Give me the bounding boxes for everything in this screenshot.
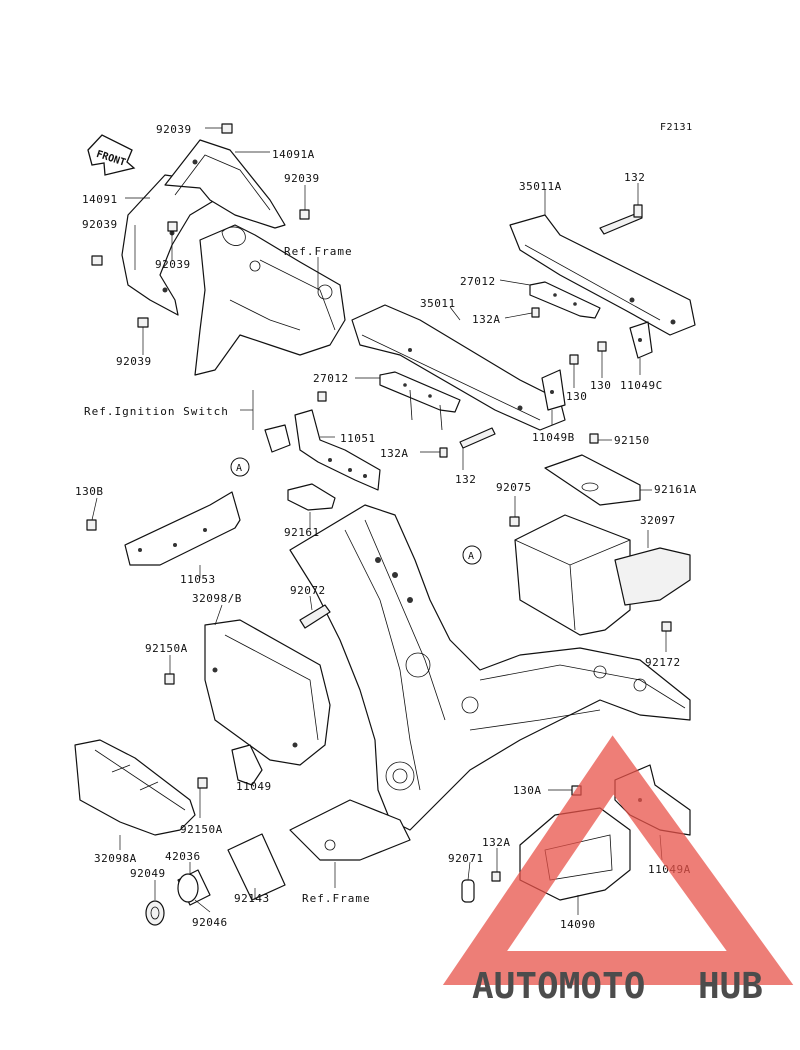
watermark-text-hub: HUB (698, 966, 763, 1007)
label-27012-b: 27012 (313, 372, 349, 385)
label-92039-c: 92039 (82, 218, 118, 231)
label-92071: 92071 (448, 852, 484, 865)
bracket-27012-a (529, 281, 601, 319)
label-14091A: 14091A (272, 148, 315, 161)
pivot-parts (145, 833, 286, 926)
label-132-a: 132 (624, 171, 645, 184)
label-27012-a: 27012 (460, 275, 496, 288)
rear-guard-35011A (509, 211, 696, 336)
callout-letter-right: A (468, 551, 475, 562)
label-130A: 130A (513, 784, 542, 797)
label-92039-a: 92039 (156, 123, 192, 136)
watermark-text-automoto: AUTOMOTO (472, 966, 645, 1007)
label-92150A-a: 92150A (145, 642, 188, 655)
bracket-11049C (629, 321, 653, 359)
label-132A-a: 132A (472, 313, 501, 326)
side-cover-32098B (164, 619, 331, 766)
bracket-11051 (264, 391, 381, 491)
ref-frame-top: Ref.Frame (284, 245, 353, 258)
grommet-92071 (461, 871, 501, 903)
front-arrow-icon: FRONT (87, 134, 136, 176)
label-92046: 92046 (192, 916, 228, 929)
label-130-b: 130 (566, 390, 587, 403)
bracket-27012-b (379, 371, 461, 431)
frame-head-sketch (194, 224, 346, 376)
label-11053: 11053 (180, 573, 216, 586)
label-92150: 92150 (614, 434, 650, 447)
automotohub-watermark: AUTOMOTO HUB (442, 735, 794, 1007)
watermark-triangle-icon (442, 735, 794, 985)
label-92143: 92143 (234, 892, 270, 905)
label-35011: 35011 (420, 297, 456, 310)
label-92075: 92075 (496, 481, 532, 494)
callout-a-right: A (462, 545, 482, 565)
callout-letter-left: A (236, 463, 243, 474)
label-32097: 32097 (640, 514, 676, 527)
label-32098B: 32098/B (192, 592, 242, 605)
plate-92161A (544, 454, 641, 506)
label-92039-b: 92039 (284, 172, 320, 185)
bolts-upper-right (439, 204, 643, 458)
label-92049: 92049 (130, 867, 166, 880)
ref-ignition-switch: Ref.Ignition Switch (84, 405, 229, 418)
bracket-11053 (86, 491, 241, 566)
label-11049C: 11049C (620, 379, 663, 392)
ref-frame-bottom: Ref.Frame (302, 892, 371, 905)
label-92150A-b: 92150A (180, 823, 223, 836)
label-132-b: 132 (455, 473, 476, 486)
label-132A-c: 132A (482, 836, 511, 849)
label-14090: 14090 (560, 918, 596, 931)
label-11049B: 11049B (532, 431, 575, 444)
callout-a-left: A (230, 457, 250, 477)
label-92039-d: 92039 (155, 258, 191, 271)
label-35011A: 35011A (519, 180, 562, 193)
label-92161A: 92161A (654, 483, 697, 496)
label-130-a: 130 (590, 379, 611, 392)
main-frame-sketch (289, 504, 691, 831)
leader-lines (91, 127, 667, 915)
lower-cover-32098A (74, 739, 196, 836)
rear-guard-35011 (351, 304, 566, 431)
label-42036: 42036 (165, 850, 201, 863)
label-92172: 92172 (645, 656, 681, 669)
bracket-11049B (541, 369, 566, 411)
label-92161: 92161 (284, 526, 320, 539)
battery-case-32097 (509, 514, 691, 636)
label-92072: 92072 (290, 584, 326, 597)
label-14091: 14091 (82, 193, 118, 206)
figure-code: F2131 (660, 122, 693, 133)
label-11051: 11051 (340, 432, 376, 445)
cover-14091-group (91, 123, 310, 328)
label-92039-e: 92039 (116, 355, 152, 368)
label-11049: 11049 (236, 780, 272, 793)
label-130B: 130B (75, 485, 104, 498)
frame-bottom-sketch (289, 799, 411, 861)
label-132A-b: 132A (380, 447, 409, 460)
plate-92161 (287, 483, 336, 511)
label-32098A: 32098A (94, 852, 137, 865)
bracket-11049 (197, 744, 263, 789)
